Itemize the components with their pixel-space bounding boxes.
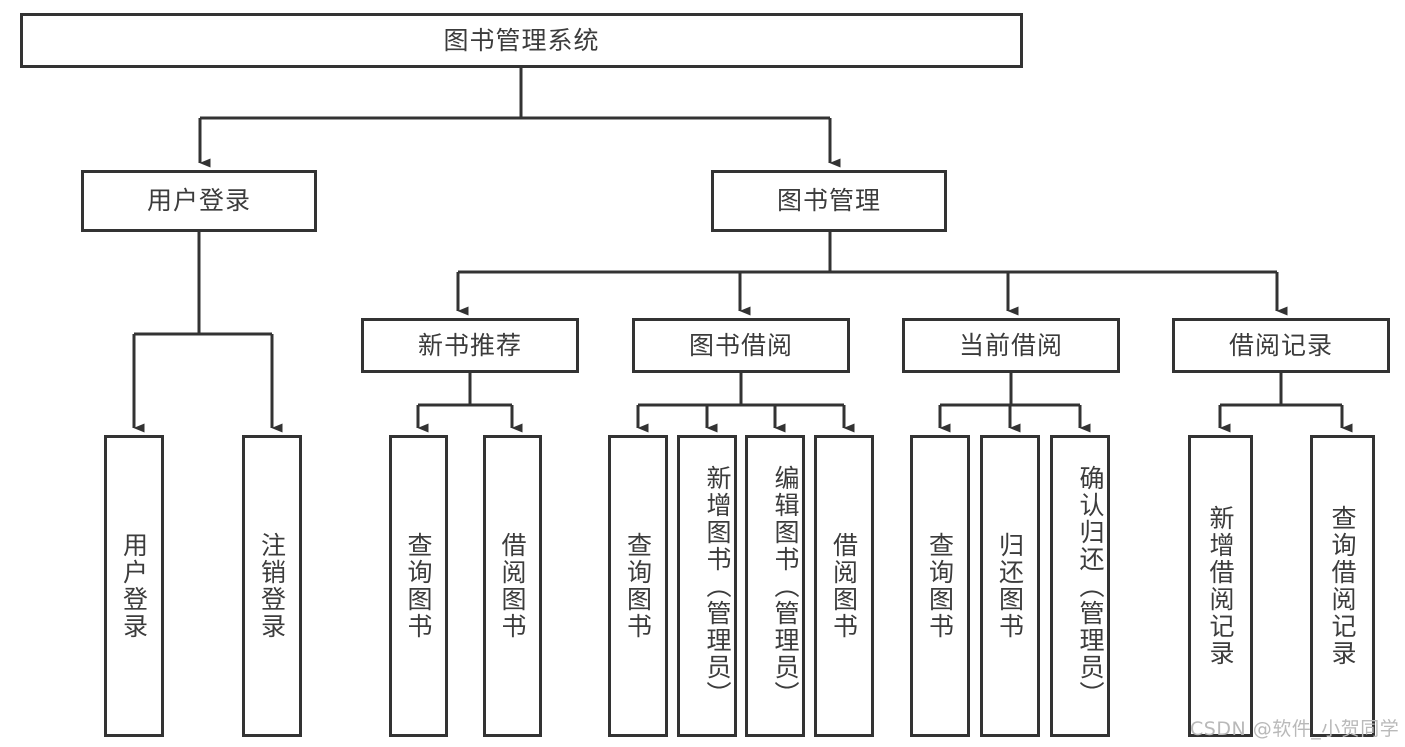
leaf-confirm-return-label: 确认归还（管理员）: [1076, 464, 1105, 708]
leaf-query-book-2[interactable]: 查询图书: [608, 435, 668, 737]
node-new-book-rec[interactable]: 新书推荐: [361, 318, 579, 373]
node-user-login[interactable]: 用户登录: [81, 170, 317, 232]
leaf-query-record-label: 查询借阅记录: [1328, 505, 1357, 667]
node-current-borrow-label: 当前借阅: [958, 330, 1063, 360]
node-current-borrow[interactable]: 当前借阅: [902, 318, 1120, 373]
leaf-add-record[interactable]: 新增借阅记录: [1188, 435, 1253, 737]
node-book-manage-label: 图书管理: [776, 186, 881, 216]
node-borrow-record[interactable]: 借阅记录: [1172, 318, 1390, 373]
node-root[interactable]: 图书管理系统: [20, 13, 1023, 68]
leaf-query-book-1[interactable]: 查询图书: [389, 435, 448, 737]
leaf-add-book[interactable]: 新增图书（管理员）: [677, 435, 737, 737]
leaf-borrow-book-2-label: 借阅图书: [829, 532, 859, 640]
leaf-confirm-return[interactable]: 确认归还（管理员）: [1050, 435, 1110, 737]
leaf-user-logout-label: 注销登录: [257, 532, 287, 640]
leaf-borrow-book-2[interactable]: 借阅图书: [814, 435, 874, 737]
node-root-label: 图书管理系统: [443, 25, 600, 55]
leaf-query-book-3[interactable]: 查询图书: [910, 435, 970, 737]
leaf-user-login[interactable]: 用户登录: [104, 435, 164, 737]
leaf-edit-book[interactable]: 编辑图书（管理员）: [745, 435, 805, 737]
leaf-query-book-3-label: 查询图书: [925, 532, 955, 640]
leaf-add-book-label: 新增图书（管理员）: [703, 464, 732, 708]
leaf-user-logout[interactable]: 注销登录: [242, 435, 302, 737]
node-book-borrow[interactable]: 图书借阅: [632, 318, 850, 373]
leaf-edit-book-label: 编辑图书（管理员）: [771, 464, 800, 708]
leaf-borrow-book-1-label: 借阅图书: [498, 532, 527, 640]
csdn-watermark: CSDN @软件_小贺同学: [1190, 718, 1400, 740]
node-book-borrow-label: 图书借阅: [688, 330, 793, 360]
leaf-query-book-2-label: 查询图书: [623, 532, 653, 640]
leaf-query-record[interactable]: 查询借阅记录: [1310, 435, 1375, 737]
node-borrow-record-label: 借阅记录: [1228, 330, 1333, 360]
leaf-return-book-label: 归还图书: [995, 532, 1025, 640]
leaf-return-book[interactable]: 归还图书: [980, 435, 1040, 737]
leaf-query-book-1-label: 查询图书: [404, 532, 433, 640]
node-book-manage[interactable]: 图书管理: [711, 170, 947, 232]
node-user-login-label: 用户登录: [146, 186, 251, 216]
leaf-user-login-label: 用户登录: [119, 532, 149, 640]
node-new-book-rec-label: 新书推荐: [417, 330, 522, 360]
leaf-borrow-book-1[interactable]: 借阅图书: [483, 435, 542, 737]
leaf-add-record-label: 新增借阅记录: [1206, 505, 1235, 667]
